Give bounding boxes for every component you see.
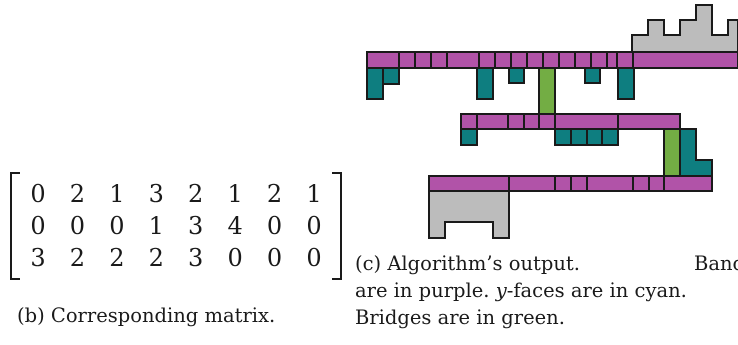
matrix-cell: 2 bbox=[69, 180, 86, 208]
matrix-cell: 3 bbox=[188, 212, 204, 240]
matrix-cell: 2 bbox=[109, 244, 125, 272]
matrix-cell: 2 bbox=[188, 180, 204, 208]
band-bottom-dividers bbox=[508, 176, 665, 191]
caption-line-1-right: Bands bbox=[693, 252, 738, 275]
caption-line-2-var: y bbox=[495, 279, 507, 302]
band-middle bbox=[460, 113, 681, 130]
caption-line-2: are in purple. y-faces are in cyan. bbox=[355, 277, 738, 304]
matrix-row-2: 0 0 0 1 3 4 0 0 bbox=[26, 210, 326, 242]
matrix-left-bracket bbox=[10, 172, 20, 280]
caption-line-1-left: (c) Algorithm’s output. bbox=[355, 252, 580, 275]
matrix-cell: 2 bbox=[148, 244, 164, 272]
gray-top-shape bbox=[631, 4, 738, 53]
matrix-cell: 0 bbox=[30, 180, 46, 208]
yfaces-middle bbox=[460, 128, 713, 177]
corresponding-matrix: 0 2 1 3 2 1 2 1 0 0 0 1 3 4 0 0 3 2 2 2 … bbox=[8, 172, 344, 280]
matrix-cell: 0 bbox=[227, 244, 243, 272]
matrix-cell: 1 bbox=[148, 212, 164, 240]
matrix-cell: 3 bbox=[30, 244, 46, 272]
yfaces-top bbox=[366, 67, 635, 100]
matrix-cell: 1 bbox=[109, 180, 125, 208]
matrix-cell: 0 bbox=[109, 212, 125, 240]
caption-line-3: Bridges are in green. bbox=[355, 306, 565, 329]
matrix-cell: 2 bbox=[69, 244, 86, 272]
matrix-cell: 3 bbox=[148, 180, 164, 208]
matrix-cell: 3 bbox=[188, 244, 204, 272]
caption-line-2-pre: are in purple. bbox=[355, 279, 490, 302]
matrix-row-1: 0 2 1 3 2 1 2 1 bbox=[26, 178, 326, 210]
matrix-cell: 0 bbox=[266, 212, 283, 240]
matrix-cell: 0 bbox=[266, 244, 283, 272]
matrix-cell: 1 bbox=[227, 180, 243, 208]
matrix-cell: 1 bbox=[306, 180, 322, 208]
matrix-row-3: 3 2 2 2 3 0 0 0 bbox=[26, 242, 326, 274]
matrix-cell: 0 bbox=[69, 212, 86, 240]
caption-line-2-post: -faces are in cyan. bbox=[506, 279, 687, 302]
caption-algorithm-output: (c) Algorithm’s output. Bands are in pur… bbox=[355, 250, 738, 331]
matrix-cell: 0 bbox=[306, 212, 322, 240]
caption-line-1: (c) Algorithm’s output. Bands bbox=[355, 250, 738, 277]
bridge-middle bbox=[663, 128, 681, 177]
matrix-cell: 0 bbox=[30, 212, 46, 240]
gray-bottom-shape bbox=[428, 189, 510, 239]
band-top-dividers bbox=[398, 52, 634, 68]
matrix-cell: 2 bbox=[266, 180, 283, 208]
matrix-right-bracket bbox=[332, 172, 342, 280]
caption-matrix: (b) Corresponding matrix. bbox=[17, 304, 276, 327]
bridge-top bbox=[538, 67, 556, 115]
matrix-cell: 4 bbox=[227, 212, 243, 240]
matrix-cell: 0 bbox=[306, 244, 322, 272]
band-top bbox=[366, 51, 738, 69]
band-middle-dividers bbox=[476, 114, 619, 129]
